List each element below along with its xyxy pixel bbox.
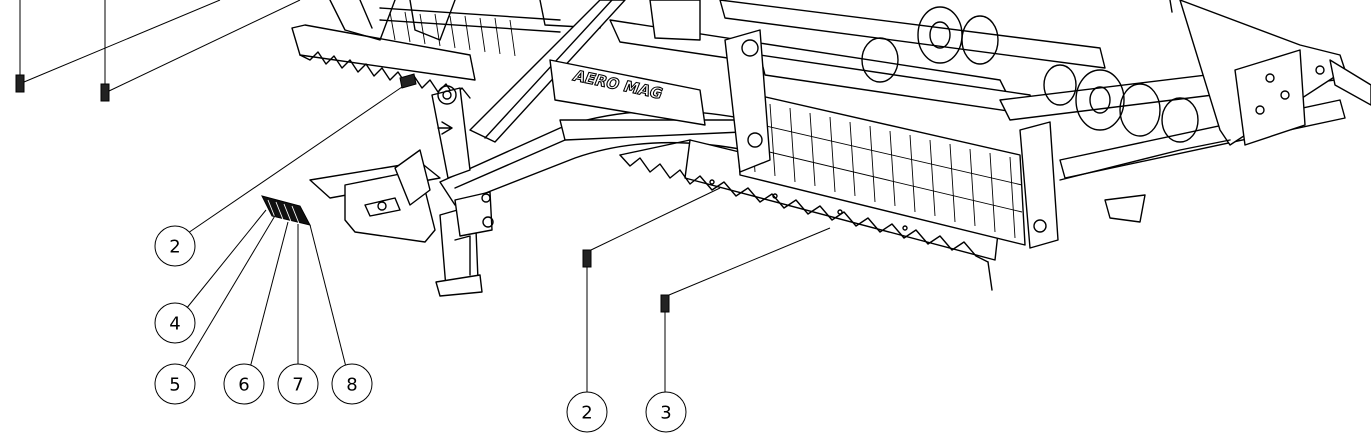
decal-part-upper-left-2 (100, 83, 110, 102)
callout-label: 5 (169, 375, 180, 396)
front-roller-cage (724, 29, 1059, 249)
leader-lines (19, 0, 831, 393)
callout-2-left: 2 (154, 225, 196, 267)
decal-part-3 (660, 294, 670, 313)
right-frame (1059, 0, 1371, 223)
machine-drawing: AERO MAG (291, 0, 1371, 297)
callout-label: 8 (346, 375, 357, 396)
tow-boom (469, 0, 626, 143)
decal-stack-parts-4-8 (261, 195, 311, 227)
aero-mag-plate: AERO MAG (549, 59, 706, 126)
callout-label: 6 (238, 375, 249, 396)
leader-upper-left-2 (108, 0, 301, 92)
callout-label: 2 (169, 237, 180, 258)
parking-jack (435, 191, 494, 297)
leader-2-left (187, 86, 403, 234)
callout-label: 7 (292, 375, 303, 396)
callout-8: 8 (331, 363, 373, 405)
front-post (431, 85, 471, 179)
decal-part-2-left (399, 73, 417, 89)
callout-6: 6 (223, 363, 265, 405)
leader-4 (185, 209, 267, 310)
front-hitch (309, 149, 441, 243)
callout-label: 4 (169, 314, 180, 335)
callout-5: 5 (154, 363, 196, 405)
callout-label: 2 (581, 403, 592, 424)
callout-3: 3 (645, 391, 687, 433)
leader-5 (183, 213, 277, 369)
leader-6 (249, 221, 289, 369)
callout-7: 7 (277, 363, 319, 405)
leader-3-to-board (668, 227, 831, 296)
leader-2-mid-to-board (590, 187, 721, 251)
decal-parts (15, 73, 670, 313)
leader-upper-left-1 (23, 0, 221, 83)
callout-2-mid: 2 (566, 391, 608, 433)
decal-part-upper-left-1 (15, 74, 25, 93)
leader-8 (309, 224, 347, 368)
callout-label: 3 (660, 403, 671, 424)
callouts: 2 4 5 6 7 8 2 3 (154, 225, 687, 433)
left-serrated-wall (291, 24, 476, 99)
callout-4: 4 (154, 302, 196, 344)
decal-part-2-mid (582, 249, 592, 268)
